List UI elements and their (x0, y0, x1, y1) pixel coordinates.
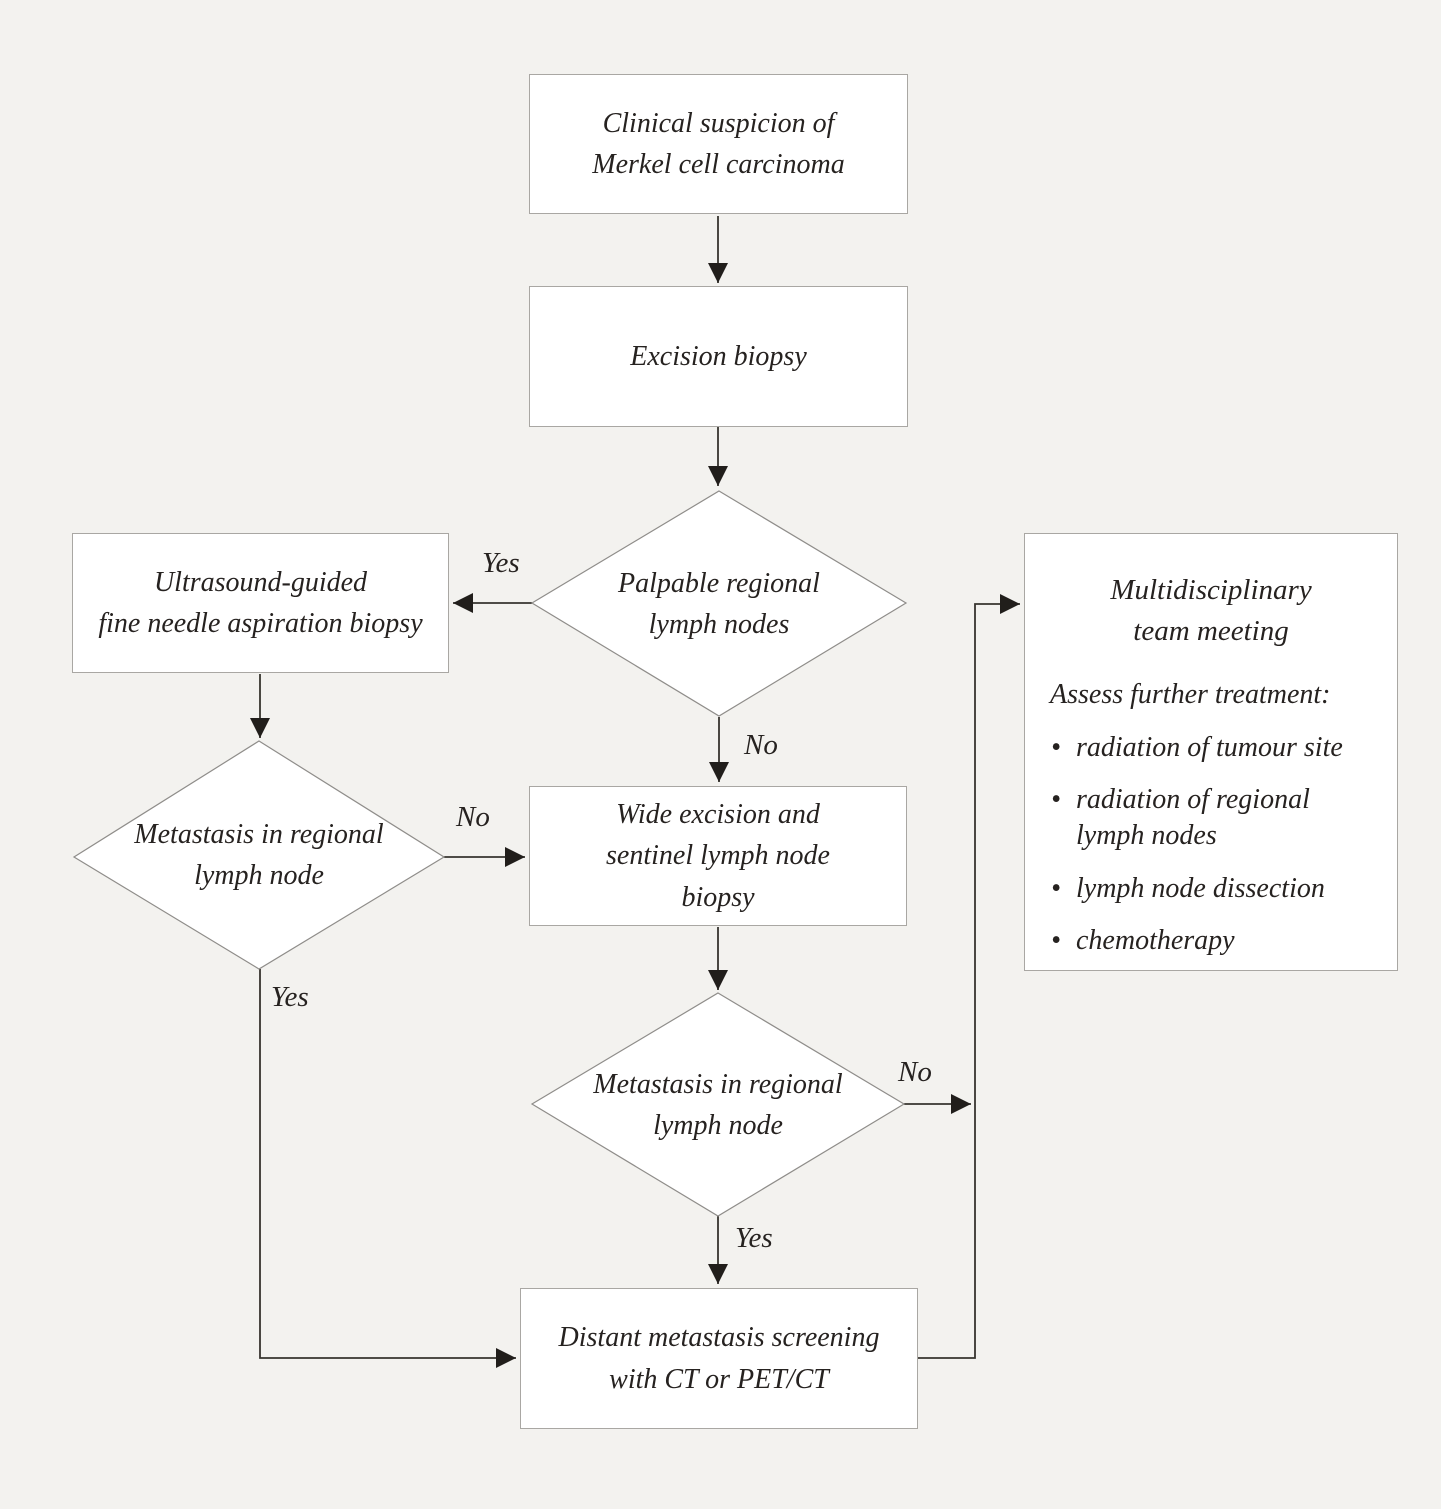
edge-label-palpable-yes: Yes (482, 547, 520, 579)
mdt-subtitle: Assess further treatment: (1050, 679, 1331, 711)
node-excision-biopsy: Excision biopsy (529, 286, 908, 427)
node-clinical-suspicion: Clinical suspicion of Merkel cell carcin… (529, 74, 908, 214)
edge-label-palpable-no: No (744, 729, 778, 761)
node-distant-screening: Distant metastasis screening with CT or … (520, 1288, 918, 1429)
node-mdt-meeting: Multidisciplinary team meeting Assess fu… (1024, 533, 1398, 971)
mdt-treatment-item: chemotherapy (1049, 923, 1373, 960)
node-wide-excision: Wide excision and sentinel lymph node bi… (529, 786, 907, 926)
mdt-title: Multidisciplinary team meeting (1110, 574, 1312, 647)
diamond-metastasis-left-shape (72, 740, 446, 970)
edge-label-metastasis-mid-yes: Yes (735, 1222, 773, 1254)
diamond-palpable-nodes-shape (530, 490, 908, 717)
edge-label-metastasis-mid-no: No (898, 1056, 932, 1088)
edge-label-metastasis-left-no: No (456, 801, 490, 833)
diamond-metastasis-mid-shape (530, 992, 906, 1217)
mdt-treatment-item: lymph node dissection (1049, 871, 1373, 908)
edge-distant-to-mdt (918, 594, 1020, 1359)
edge-label-metastasis-left-yes: Yes (271, 981, 309, 1013)
mdt-treatment-list: radiation of tumour site radiation of re… (1049, 730, 1373, 960)
edge-metastasis-left-yes-to-distant (259, 969, 516, 1368)
mdt-treatment-item: radiation of regional lymph nodes (1049, 782, 1373, 855)
node-ultrasound-fnab: Ultrasound-guided fine needle aspiration… (72, 533, 449, 673)
mdt-treatment-item: radiation of tumour site (1049, 730, 1373, 767)
